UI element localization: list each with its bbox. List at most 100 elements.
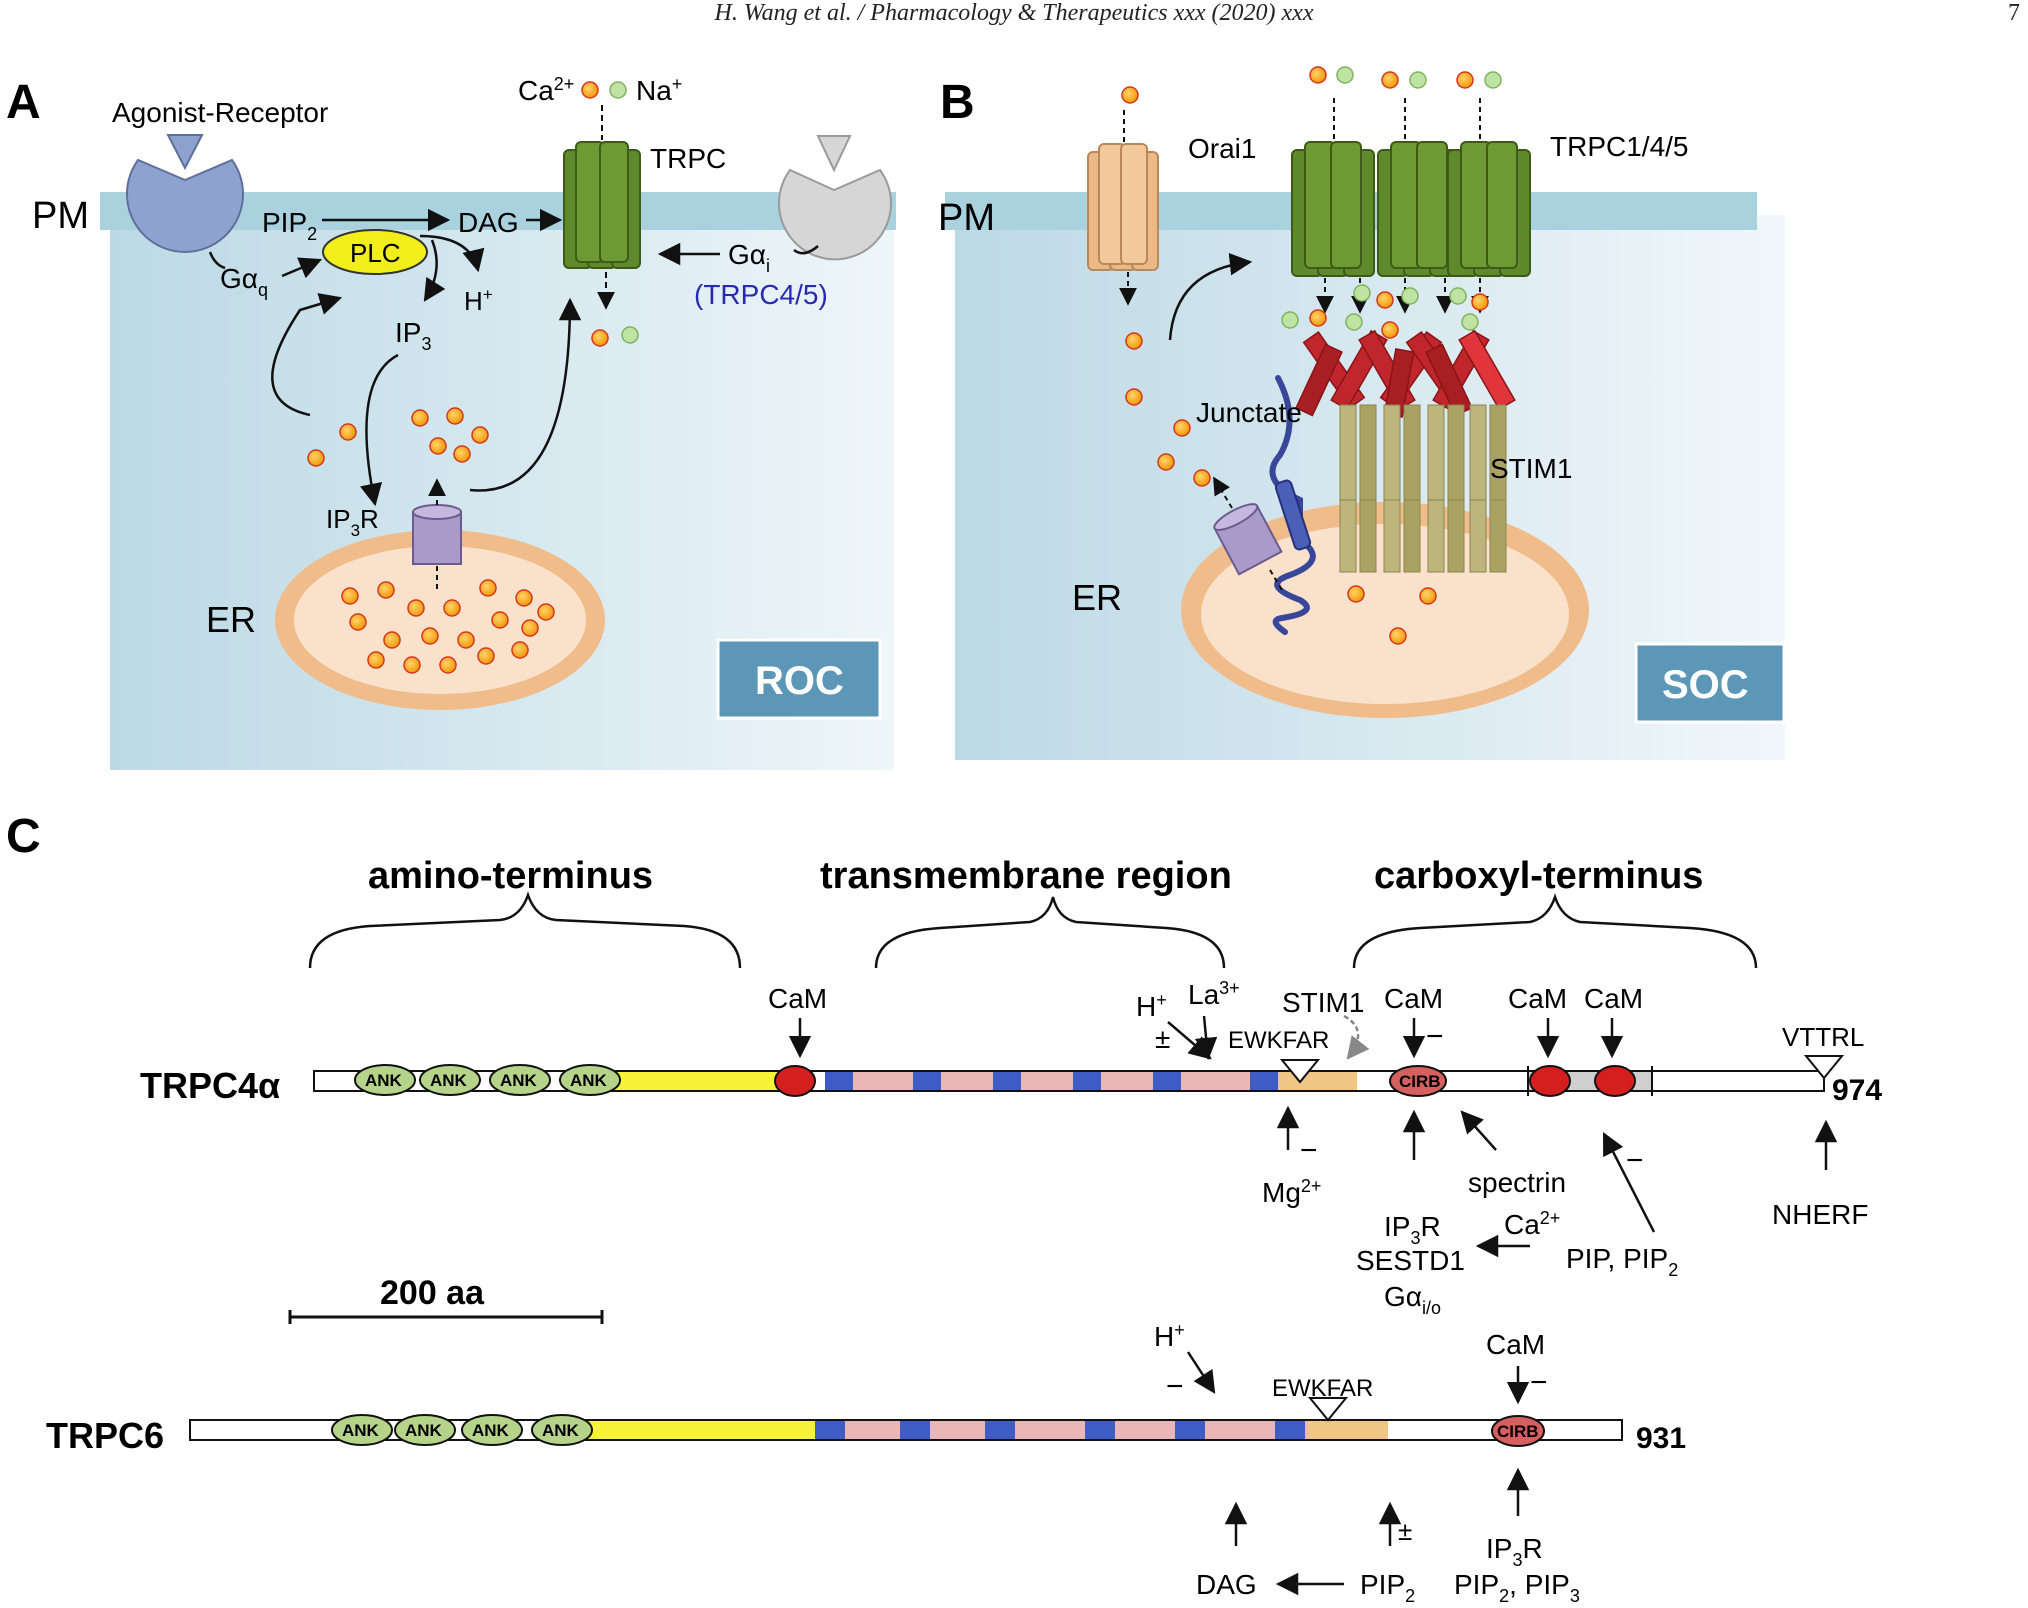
panel-c: C amino-terminus transmembrane region ca… [6, 810, 1882, 1606]
svg-text:ANK: ANK [500, 1071, 538, 1090]
plc-to-ip3-arrow [423, 239, 446, 302]
spectrin-arrow [1460, 1110, 1497, 1151]
sodium-ion [609, 81, 627, 99]
trpc-channel [563, 141, 641, 269]
ip3-label-a: IP3 [395, 317, 431, 354]
soc-label: SOC [1662, 663, 1749, 707]
orai1-channel [1087, 143, 1159, 271]
trpc6-h-label: H+ [1154, 1320, 1185, 1352]
svg-text:ANK: ANK [405, 1421, 443, 1440]
trpc4-mg-label: Mg2+ [1262, 1176, 1321, 1208]
ca-to-trpc-arrow [469, 297, 582, 492]
h-arrow [1167, 1021, 1212, 1060]
orai1-label: Orai1 [1188, 133, 1256, 164]
stim1-heads [1295, 329, 1516, 418]
trpc6-pip2: PIP2 [1360, 1569, 1415, 1606]
trpc4-cirb-label: CIRB [1399, 1072, 1441, 1091]
trpc6-end-number: 931 [1636, 1422, 1686, 1455]
soc-box [1634, 642, 1786, 724]
panel-c-letter: C [6, 810, 41, 863]
trpc4-vttrl: VTTRL [1782, 1022, 1864, 1052]
stim1-dashed-arrow [1343, 1014, 1370, 1060]
running-header: H. Wang et al. / Pharmacology & Therapeu… [714, 0, 1314, 26]
ca-label-a: Ca2+ [518, 74, 574, 106]
agonist-receptor-label: Agonist-Receptor [112, 97, 328, 128]
trpc4-ca: Ca2+ [1504, 1208, 1560, 1240]
gi-receptor-link [793, 245, 819, 255]
g-alpha-q-label: Gαq [220, 263, 268, 300]
orai-calcium [1125, 332, 1211, 487]
stim1-stalks-front [1339, 499, 1507, 573]
roc-box [716, 638, 882, 720]
panel-a-letter: A [6, 76, 41, 129]
trpc4-cam-3: CaM [1508, 983, 1567, 1014]
junctate-protein [1269, 375, 1316, 635]
trpc4-sestd1: SESTD1 [1356, 1245, 1465, 1276]
cam-2-minus: − [1426, 1020, 1444, 1053]
ip3-receptor-b [1213, 503, 1283, 576]
carboxyl-terminus-label: carboxyl-terminus [1374, 855, 1703, 897]
trpc45-label: (TRPC4/5) [694, 279, 828, 310]
trpc4-cam-4: CaM [1584, 983, 1643, 1014]
pip-minus: − [1626, 1144, 1644, 1177]
gi-receptor [778, 135, 892, 261]
svg-text:ANK: ANK [542, 1421, 580, 1440]
trpc6-ewkfar: EWKFAR [1272, 1375, 1373, 1402]
svg-text:ANK: ANK [365, 1071, 403, 1090]
cytosolic-calcium-a [307, 407, 489, 467]
pm-label-b: PM [938, 197, 995, 239]
agonist-receptor [126, 134, 244, 253]
na-label-a: Na+ [636, 74, 682, 106]
trpc4-end-number: 974 [1832, 1074, 1882, 1107]
trpc6-ank-labels: ANK ANK ANK ANK [342, 1421, 580, 1440]
g-alpha-i-label: Gαi [728, 239, 770, 276]
page-number: 7 [2008, 0, 2020, 26]
trpc6-pip2-pip3: PIP2, PIP3 [1454, 1569, 1580, 1606]
pip-to-trpc4-arrow [1602, 1131, 1656, 1233]
junctate-helix [1274, 479, 1312, 551]
panel-a: A PM Agonist-Receptor TRPC Ca2+ Na+ [6, 74, 896, 770]
ip3-receptor [412, 504, 462, 565]
amino-terminus-label: amino-terminus [368, 855, 653, 897]
plc-enzyme [322, 229, 428, 275]
ip3r-b-release-dash [1213, 476, 1233, 509]
trpc6-label: TRPC6 [46, 1415, 164, 1456]
trpc4-ank-labels: ANK ANK ANK ANK [365, 1071, 608, 1090]
trpc4-la-label: La3+ [1188, 978, 1240, 1010]
pm-label-a: PM [32, 195, 89, 237]
page-header: H. Wang et al. / Pharmacology & Therapeu… [0, 0, 2028, 30]
trpc4-ip3r: IP3R [1384, 1211, 1441, 1248]
er-calcium-a [341, 579, 555, 674]
er-lumen-a [294, 546, 586, 694]
trpc6-dag: DAG [1196, 1569, 1257, 1600]
panel-b-letter: B [940, 76, 975, 129]
pip2-label-a: PIP2 [262, 207, 317, 244]
trpc-label: TRPC [650, 143, 726, 174]
calcium-ion [591, 329, 609, 347]
trpc4-cam-1: CaM [768, 983, 827, 1014]
calcium-ion [581, 81, 599, 99]
scale-bar-label: 200 aa [380, 1274, 485, 1312]
trpc6-h-arrow [1186, 1351, 1216, 1394]
ip3r-b-lower-dash [1269, 569, 1283, 591]
trpc4-spectrin: spectrin [1468, 1167, 1566, 1198]
trpc145-channels [1291, 141, 1531, 277]
calcium-ion [1121, 86, 1139, 104]
trpc4-stim1: STIM1 [1282, 987, 1364, 1018]
trpc4-label: TRPC4α [140, 1065, 280, 1106]
er-label-a: ER [206, 599, 256, 640]
roc-label: ROC [755, 659, 844, 703]
trpc6-cirb-label: CIRB [1497, 1422, 1539, 1441]
receptor-to-gq-line [208, 251, 226, 270]
ip3r-label-a: IP3R [326, 504, 379, 540]
trpc145-entry-dashes [1333, 98, 1481, 140]
trpc6-cam: CaM [1486, 1329, 1545, 1360]
trpc145-ions-top [1309, 66, 1502, 89]
trpc4-g-alpha: Gαi/o [1384, 1281, 1441, 1318]
trpc6-bar [189, 1397, 1623, 1447]
trpc145-ions-bottom [1281, 284, 1489, 339]
ca-to-plc-arrow [271, 293, 343, 417]
mg-minus: − [1300, 1134, 1318, 1167]
h-label-a: H+ [464, 285, 493, 316]
